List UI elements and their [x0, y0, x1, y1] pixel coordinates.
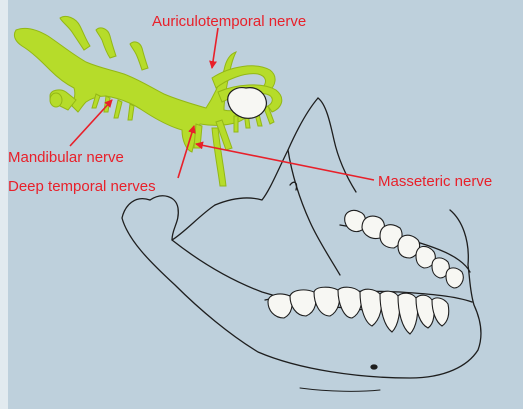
- nerve-stump-end: [50, 93, 62, 107]
- label-mandibular-nerve: Mandibular nerve: [8, 150, 124, 165]
- label-masseteric-nerve: Masseteric nerve: [378, 174, 492, 189]
- label-deep-temporal-nerves: Deep temporal nerves: [8, 179, 156, 194]
- mental-foramen: [371, 365, 377, 369]
- label-auriculotemporal-nerve: Auriculotemporal nerve: [152, 14, 306, 29]
- nerve-fringe-4: [234, 116, 238, 132]
- paper-edge: [0, 0, 8, 409]
